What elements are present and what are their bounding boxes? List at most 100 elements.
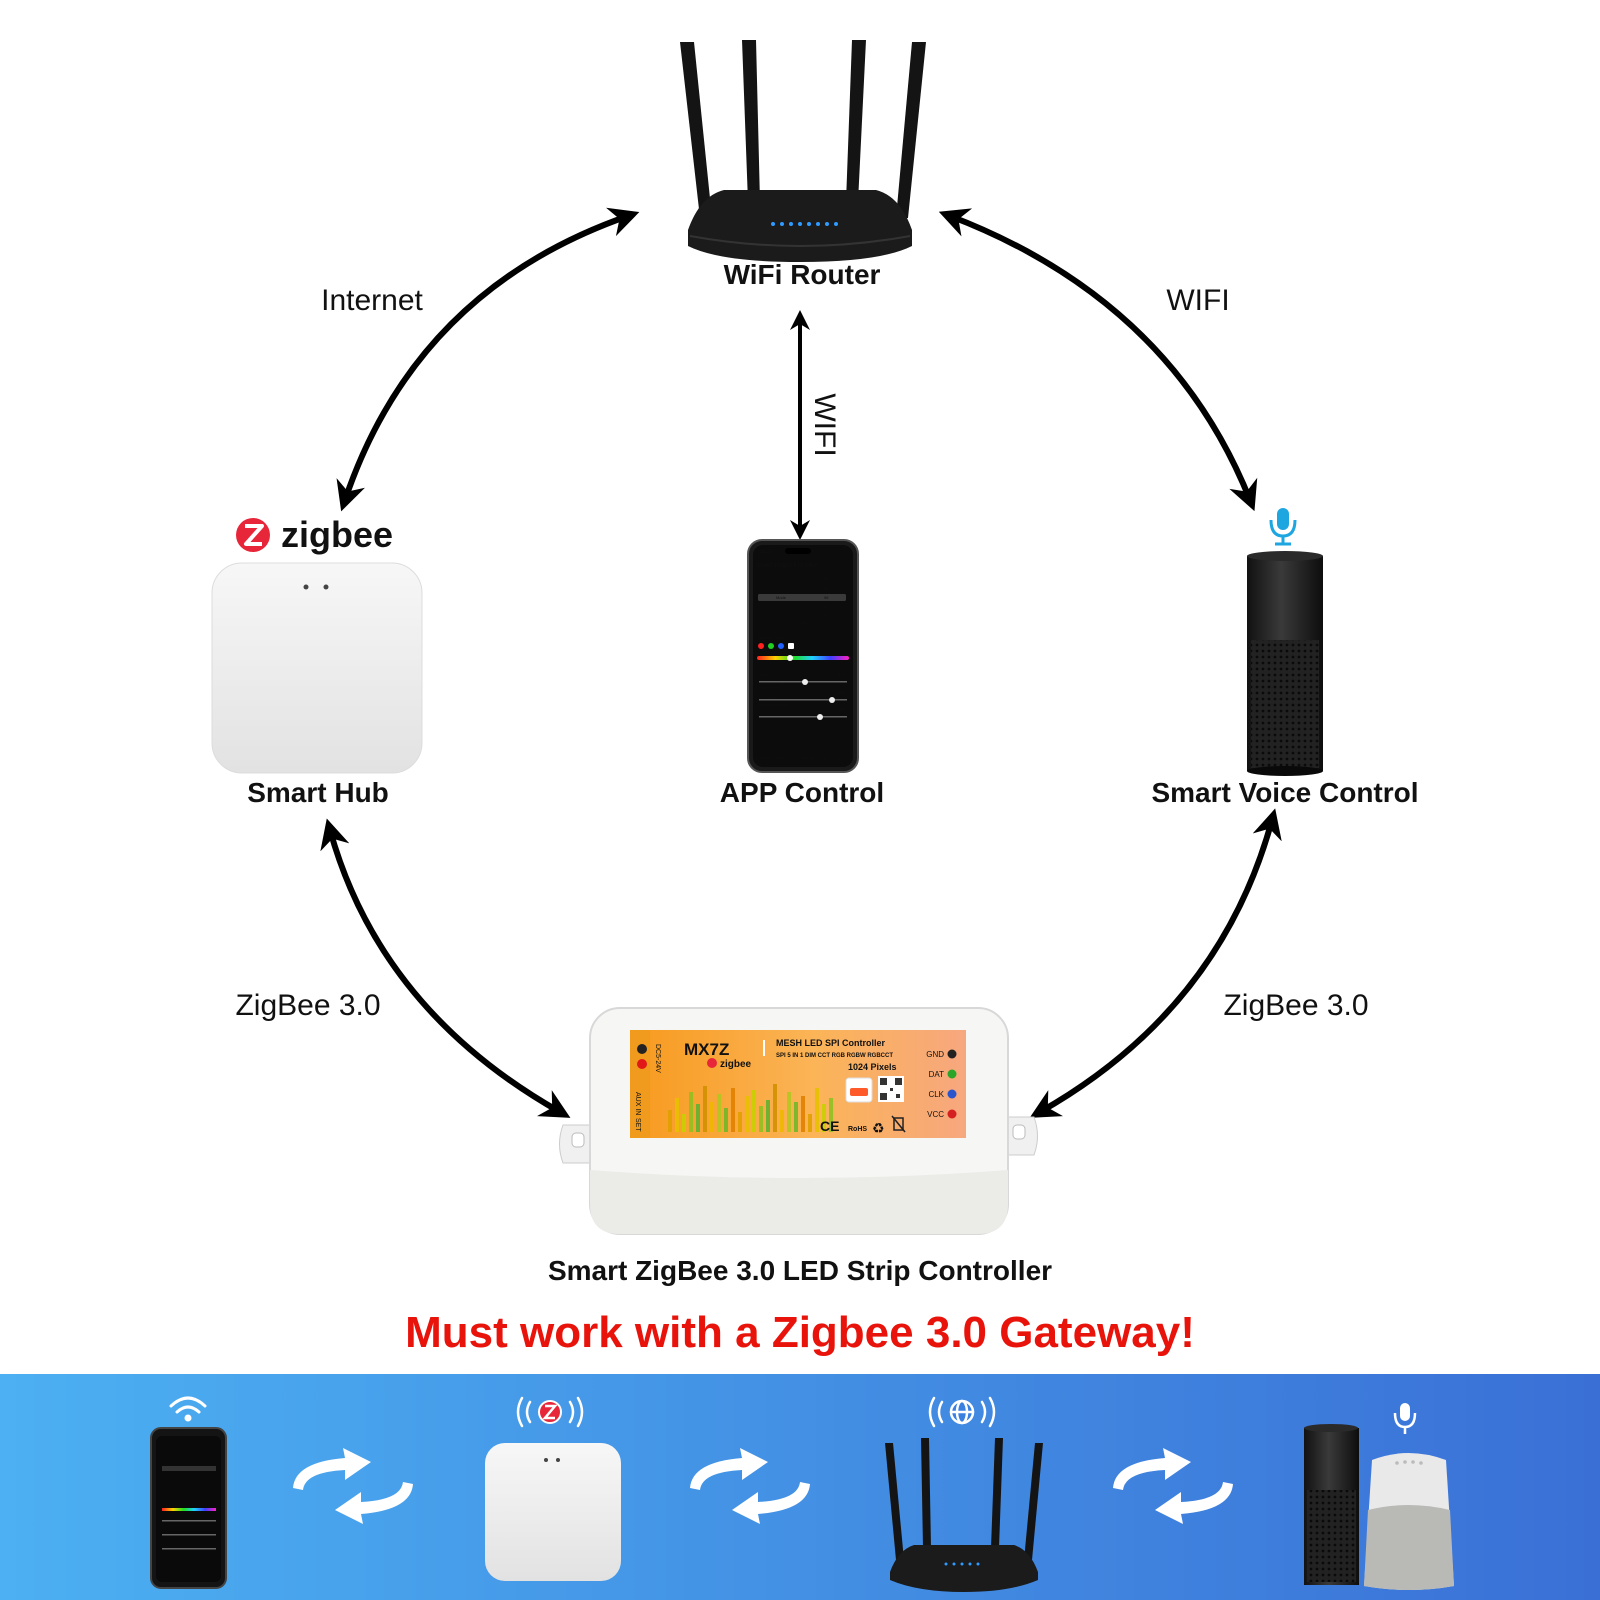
edge-label-wifi-center: WIFI <box>808 393 841 456</box>
edge-label-internet: Internet <box>321 284 423 317</box>
equalizer-bar <box>717 1094 721 1132</box>
infinity-icon: ∞ <box>802 621 806 627</box>
arrow-router-hub <box>336 207 640 512</box>
controller-model: MX7Z <box>684 1040 729 1059</box>
pin-terminal-clk <box>947 1089 957 1099</box>
app-sliders: Speed 50% Brightness 85% White Brightnes… <box>759 672 847 720</box>
zigbee-logo-text: zigbee <box>281 514 393 555</box>
banner-microphone-icon <box>1393 1403 1417 1434</box>
ce-mark: CE <box>820 1118 839 1134</box>
controller-aux-label: AUX IN <box>634 1092 641 1115</box>
pin-label-gnd: GND <box>926 1050 944 1059</box>
favorite-colors <box>758 643 794 649</box>
router-leds <box>771 222 838 226</box>
edge-label-wifi-right: WIFI <box>1166 284 1229 317</box>
controller-set-label: SET <box>634 1118 641 1132</box>
svg-text:49%: 49% <box>838 707 846 712</box>
svg-text:Home Mode: Home Mode <box>755 756 772 760</box>
equalizer-bar <box>745 1096 749 1132</box>
color-slider[interactable] <box>757 656 849 660</box>
microphone-icon <box>1269 508 1297 546</box>
smart-hub-device <box>211 562 423 774</box>
svg-text:85%: 85% <box>838 690 846 695</box>
cycle-icon-3 <box>1113 1448 1233 1524</box>
arrow-voice-controller <box>1029 808 1282 1118</box>
app-control-title: APP Control <box>720 777 884 808</box>
svg-text:98: 98 <box>824 612 829 617</box>
router-title: WiFi Router <box>724 259 881 290</box>
voice-control-title: Smart Voice Control <box>1151 777 1418 808</box>
weee-icon <box>893 1117 904 1131</box>
controller-voltage: DC5-24V <box>654 1044 661 1073</box>
edge-label-zigbee-right: ZigBee 3.0 <box>1223 989 1368 1022</box>
mode-label: Mode <box>776 595 787 600</box>
equalizer-bar <box>724 1108 728 1132</box>
controller-line1: MESH LED SPI Controller <box>776 1038 886 1048</box>
equalizer-graphic <box>668 1084 833 1132</box>
equalizer-bar <box>759 1106 763 1132</box>
equalizer-bar <box>738 1112 742 1132</box>
wifi-router <box>680 40 926 262</box>
equalizer-bar <box>675 1098 679 1132</box>
equalizer-bar <box>794 1102 798 1132</box>
arrow-hub-controller <box>320 818 571 1118</box>
equalizer-bar <box>801 1096 805 1132</box>
app-tabbar: Home Mode Static Light Strip Static Ligh… <box>755 756 847 760</box>
pin-label-dat: DAT <box>929 1070 945 1079</box>
zigbee-logo: zigbee <box>236 514 393 555</box>
equalizer-bar <box>731 1088 735 1132</box>
controller-line3: 1024 Pixels <box>848 1062 897 1072</box>
recycle-icon: ♻ <box>872 1120 885 1136</box>
svg-text:Speed: Speed <box>759 672 771 677</box>
pin-label-clk: CLK <box>928 1090 944 1099</box>
arrow-router-voice <box>938 208 1258 512</box>
banner-hub <box>485 1396 621 1581</box>
banner-router <box>885 1396 1043 1592</box>
pin-terminal-gnd <box>947 1049 957 1059</box>
svg-text:95: 95 <box>824 586 829 591</box>
white-brightness-slider-thumb[interactable] <box>817 714 823 720</box>
voice-speaker <box>1247 551 1323 776</box>
cycle-icon-2 <box>690 1448 810 1524</box>
rohs-mark: RoHS <box>848 1126 867 1133</box>
equalizer-bar <box>682 1114 686 1132</box>
controller-line2: SPI 5 IN 1 DIM CCT RGB RGBW RGBCCT <box>776 1053 893 1059</box>
equalizer-bar <box>710 1102 714 1132</box>
svg-text:Settings: Settings <box>836 756 847 760</box>
pin-terminal-dat <box>947 1069 957 1079</box>
controller-pins: GND DAT CLK VCC <box>926 1049 957 1119</box>
controller-title: Smart ZigBee 3.0 LED Strip Controller <box>548 1255 1052 1286</box>
pin-terminal-vcc <box>947 1109 957 1119</box>
banner-phone <box>150 1396 227 1589</box>
svg-text:Static Light Strip: Static Light Strip <box>775 756 797 760</box>
banner-speakers <box>1304 1403 1454 1590</box>
svg-text:Static Light Screen: Static Light Screen <box>802 756 828 760</box>
globe-signal-icon <box>928 1396 996 1428</box>
equalizer-bar <box>668 1110 672 1132</box>
svg-text:50%: 50% <box>838 672 846 677</box>
equalizer-bar <box>752 1090 756 1132</box>
svg-text:94: 94 <box>824 576 829 581</box>
cycle-icon-1 <box>293 1448 413 1524</box>
favorite-colors-label: Favorite Colors <box>757 635 784 640</box>
svg-text:96: 96 <box>824 595 829 600</box>
equalizer-bar <box>766 1100 770 1132</box>
equalizer-bar <box>773 1084 777 1132</box>
controller-brand: zigbee <box>720 1059 752 1070</box>
phone-header: SMART PIXELS 5-IN-1 BUT <box>756 563 819 569</box>
wifi-icon <box>169 1396 207 1422</box>
app-phone: 10:23 SMART PIXELS 5-IN-1 BUT 94 95 Mode… <box>747 539 859 773</box>
speed-slider-thumb[interactable] <box>802 679 808 685</box>
router-antennas <box>680 40 926 218</box>
svg-text:White Brightness: White Brightness <box>759 702 789 707</box>
brightness-slider-thumb[interactable] <box>829 697 835 703</box>
pin-label-vcc: VCC <box>927 1110 944 1119</box>
equalizer-bar <box>808 1114 812 1132</box>
equalizer-bar <box>703 1086 707 1132</box>
phone-time: 10:23 <box>760 549 773 555</box>
zigbee-signal-icon <box>516 1396 584 1428</box>
equalizer-bar <box>829 1098 833 1132</box>
svg-text:Brightness: Brightness <box>759 685 778 690</box>
svg-text:97: 97 <box>824 604 829 609</box>
